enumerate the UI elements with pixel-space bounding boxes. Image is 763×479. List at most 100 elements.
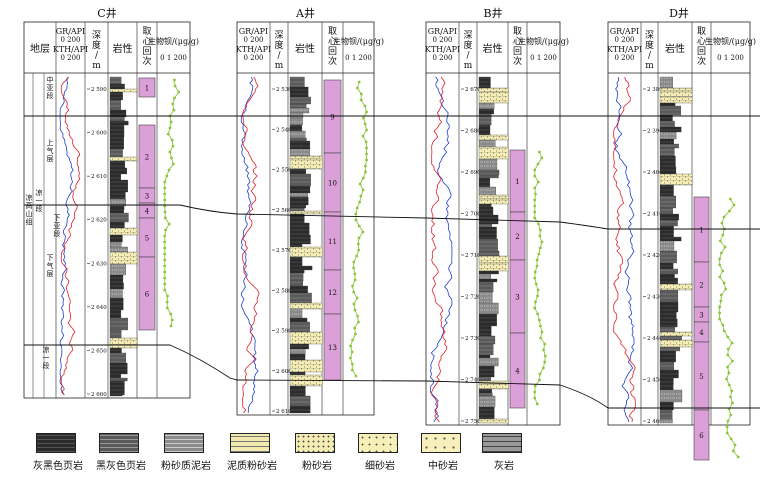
biobarium-point [361,188,365,192]
lithology-bed [478,250,500,257]
biobarium-point [350,362,354,366]
lithology-bed [289,321,310,333]
lithology-bed [109,274,124,284]
lithology-bed [109,391,125,396]
lithology-bed [659,262,674,270]
biobarium-point [543,342,547,346]
biobarium-point [171,102,175,106]
lithology-bed [109,317,128,331]
depth-label: 2 600 [276,369,292,375]
lithology-bed [289,86,309,98]
depth-label: 2 740 [465,378,481,384]
biobarium-point [177,90,181,94]
header-depth: 深 [645,30,654,41]
biobarium-point [718,257,722,261]
core-run-label: 4 [515,368,520,376]
biobarium-point [163,258,167,262]
biobarium-point [357,80,361,84]
depth-label: 2 590 [276,329,292,335]
stratum-lower-submember: 段 [54,229,61,238]
biobarium-point [167,168,171,172]
header-stratum: 地层 [30,42,50,55]
core-run-label: 11 [328,238,337,246]
legend-label: 泥质粉砂岩 [227,461,277,472]
header-depth: m [275,61,284,71]
lithology-bed [289,155,323,160]
lithology-bed [109,362,128,375]
lithology-bed [109,148,123,158]
biobarium-point [354,332,357,336]
lithology-bed [659,418,673,424]
header-bio-scale: 0 1 200 [345,54,372,62]
stratum-bottom-member: 一 [43,354,50,362]
depth-label: 2 720 [465,295,481,301]
biobarium-point [722,215,726,219]
biobarium-point [721,269,725,273]
biobarium-point [533,186,537,190]
lithology-bed [289,124,303,132]
lithology-bed [289,269,305,274]
header-kth: KTH/API [53,45,88,54]
lithology-bed [109,373,122,379]
biobarium-point [354,218,358,222]
lithology-bed [659,219,678,227]
biobarium-point [725,377,728,381]
header-kth: KTH/API [236,45,271,54]
lithology-bed [289,148,310,157]
lithology-bed [478,238,498,252]
core-run-label: 3 [515,294,519,302]
header-depth: / [466,51,470,61]
biobarium-point [726,419,730,423]
depth-label: 2 380 [647,87,663,93]
biobarium-point [725,425,729,429]
lithology-bed [109,377,128,382]
biobarium-point [361,134,365,138]
lithology-bed [478,102,495,110]
lithology-bed [478,108,494,115]
lithology-bed [659,126,682,133]
core-run-box [138,77,156,98]
biobarium-point [535,402,539,406]
biobarium-point [722,281,726,285]
stratum-lower-gas-layer: 气 [47,261,54,270]
lithology-bed [659,350,676,363]
header-core-run: 回 [142,46,151,57]
biobarium-point [719,299,723,303]
depth-label: 2 730 [465,336,481,342]
biobarium-point [722,329,726,333]
lithology-bed [659,240,675,252]
lithology-bed [109,246,128,253]
biobarium-point [365,158,368,162]
biobarium-point [168,126,172,130]
biobarium-point [533,210,537,214]
header-kth-scale: 0 200 [432,54,452,62]
gr-curve [613,76,636,423]
legend-label: 灰岩 [494,461,514,472]
lithology-bed [109,136,124,150]
biobarium-point [171,162,175,166]
biobarium-point [718,305,722,309]
biobarium-point [726,335,730,339]
core-run-label: 2 [699,282,703,290]
lithology-bed [659,213,679,221]
biobarium-point [533,198,537,202]
biobarium-point [173,78,176,82]
biobarium-point [363,164,367,168]
biobarium-point [166,132,170,136]
gr-curve [242,76,260,414]
header-depth: 度 [92,39,101,51]
lithology-bed [478,226,497,240]
lithology-bed [659,369,679,379]
biobarium-point [169,120,173,124]
stratum-group: 高 [26,201,33,210]
lithology-bed [478,406,495,420]
core-run-label: 1 [699,227,703,235]
lithology-bed [289,107,310,114]
header-core-run: 回 [328,46,337,57]
lithology-bed [478,124,491,136]
biobarium-point [163,252,167,256]
biobarium-point [533,276,537,280]
lithology-bed [109,83,125,90]
